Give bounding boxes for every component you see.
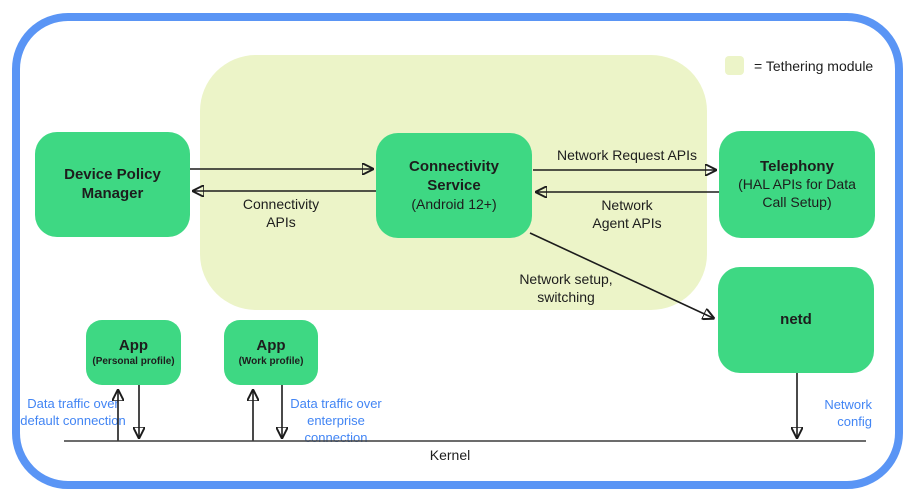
box-title: Connectivity Service	[408, 158, 499, 194]
connectivity-apis-label: Connectivity APIs	[242, 196, 320, 231]
box-title: App	[256, 336, 286, 354]
network-setup-switching-label: Network setup, switching	[519, 271, 613, 306]
data-traffic-enterprise-label: Data traffic over enterprise connection	[290, 396, 382, 445]
kernel-label: Kernel	[429, 447, 471, 463]
box-title: Telephony	[760, 157, 834, 175]
box-title: App	[118, 336, 149, 354]
telephony-box: Telephony (HAL APIs for Data Call Setup)	[719, 131, 875, 238]
tethering-module-swatch-icon	[725, 56, 744, 75]
network-request-apis-label: Network Request APIs	[556, 147, 698, 163]
box-subtitle: (Personal profile)	[92, 355, 175, 367]
netd-box: netd	[718, 267, 874, 373]
device-policy-manager-box: Device Policy Manager	[35, 132, 190, 237]
network-config-label: Network config	[824, 397, 872, 429]
legend-label: = Tethering module	[754, 57, 874, 74]
box-title: Device Policy Manager	[64, 165, 161, 202]
box-subtitle: (Android 12+)	[411, 195, 497, 212]
box-subtitle: (HAL APIs for Data Call Setup)	[738, 176, 856, 210]
data-traffic-default-label: Data traffic over default connection	[20, 396, 126, 428]
connectivity-service-box: Connectivity Service (Android 12+)	[376, 133, 532, 238]
app-personal-profile-box: App (Personal profile)	[86, 320, 181, 385]
app-work-profile-box: App (Work profile)	[224, 320, 318, 385]
network-agent-apis-label: Network Agent APIs	[592, 197, 662, 232]
legend: = Tethering module	[725, 56, 873, 75]
box-title: netd	[780, 310, 812, 328]
box-subtitle: (Work profile)	[238, 355, 304, 367]
